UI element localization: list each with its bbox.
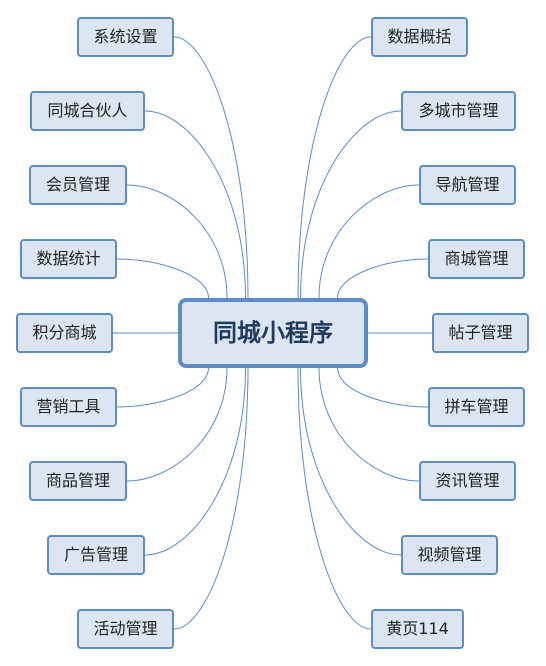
left-connector-2 [126,184,228,299]
right-connector-5 [337,367,429,408]
branch-event-management[interactable]: 活动管理 [77,609,174,649]
left-connector-6 [126,367,228,482]
branch-mall-management[interactable]: 商城管理 [428,239,525,279]
branch-ad-management[interactable]: 广告管理 [47,535,145,575]
branch-navigation-management[interactable]: 导航管理 [419,165,516,205]
left-connector-1 [144,110,246,299]
branch-system-settings[interactable]: 系统设置 [77,17,174,57]
central-topic[interactable]: 同城小程序 [178,298,368,368]
branch-points-mall[interactable]: 积分商城 [16,313,113,353]
right-connector-6 [318,367,420,482]
right-connector-3 [337,258,429,299]
right-connector-2 [318,184,420,299]
right-connector-0 [297,36,372,299]
right-connector-8 [297,367,372,630]
branch-data-overview[interactable]: 数据概括 [371,17,468,57]
branch-city-partner[interactable]: 同城合伙人 [30,91,145,131]
branch-carpool-management[interactable]: 拼车管理 [428,387,525,427]
right-connector-7 [300,367,402,556]
left-connector-8 [173,367,249,630]
branch-video-management[interactable]: 视频管理 [401,535,498,575]
branch-yellow-pages[interactable]: 黄页114 [371,609,464,649]
branch-product-management[interactable]: 商品管理 [29,461,127,501]
branch-multi-city-management[interactable]: 多城市管理 [401,91,516,131]
left-connector-5 [116,367,209,408]
left-connector-3 [116,258,209,299]
right-connector-1 [300,110,402,299]
branch-member-management[interactable]: 会员管理 [29,165,127,205]
branch-news-management[interactable]: 资讯管理 [419,461,516,501]
left-connector-7 [144,367,246,556]
branch-post-management[interactable]: 帖子管理 [432,313,529,353]
branch-data-statistics[interactable]: 数据统计 [20,239,117,279]
branch-marketing-tools[interactable]: 营销工具 [20,387,117,427]
left-connector-0 [173,36,249,299]
